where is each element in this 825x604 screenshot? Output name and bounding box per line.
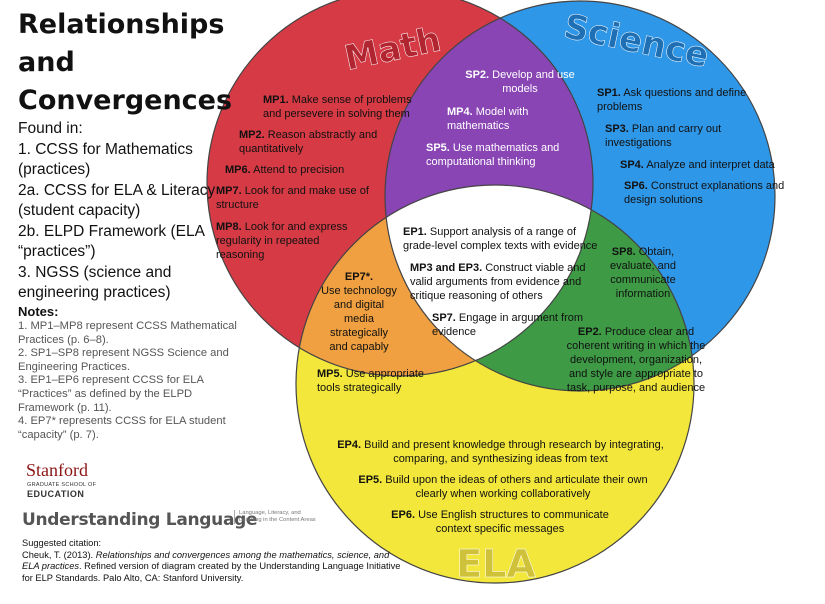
stanford-logo-school: EDUCATION bbox=[27, 489, 85, 499]
ela-item: EP6. Use English structures to communica… bbox=[391, 509, 609, 535]
math-item: MP6. Attend to precision bbox=[225, 164, 345, 176]
found-in-list: Found in: 1. CCSS for Mathematics (pract… bbox=[18, 119, 233, 304]
stanford-logo-text: Stanford bbox=[26, 460, 88, 480]
citation: Suggested citation: Cheuk, T. (2013). Re… bbox=[22, 538, 402, 584]
note-item: 1. MP1–MP8 represent CCSS Mathematical P… bbox=[18, 320, 237, 346]
citation-author: Cheuk, T. (2013). bbox=[22, 549, 96, 560]
math-ela-overlap bbox=[296, 185, 593, 376]
note-item: 4. EP7* represents CCSS for ELA student … bbox=[18, 415, 226, 441]
found-in-item: 2b. ELPD Framework (ELA “practices”) bbox=[18, 222, 205, 261]
math-ela-item: EP7*.Use technology and digital media st… bbox=[321, 271, 397, 353]
notes-heading: Notes: bbox=[18, 304, 59, 319]
science-item: SP1. Ask questions and define problems bbox=[597, 87, 747, 113]
citation-rest: . Refined version of diagram created by … bbox=[22, 561, 401, 583]
citation-title: Relationships and convergences among the… bbox=[22, 549, 390, 572]
ela-item: EP4. Build and present knowledge through… bbox=[337, 439, 664, 465]
found-in-item: 3. NGSS (science and engineering practic… bbox=[18, 263, 172, 302]
found-in-heading: Found in: bbox=[18, 120, 83, 137]
title-line: and bbox=[18, 47, 75, 78]
math-science-item: MP4. Model with mathematics bbox=[447, 106, 529, 132]
center-item: MP3 and EP3. Construct viable and valid … bbox=[410, 262, 586, 302]
note-item: 2. SP1–SP8 represent NGSS Science and En… bbox=[18, 347, 229, 373]
note-item: 3. EP1–EP6 represent CCSS for ELA “Pract… bbox=[18, 374, 204, 414]
notes-list: 1. MP1–MP8 represent CCSS Mathematical P… bbox=[18, 320, 248, 442]
stanford-logo-subtitle: GRADUATE SCHOOL OF bbox=[27, 482, 97, 488]
ela-circle-label: ELA bbox=[456, 542, 536, 586]
science-ela-item: EP2. Produce clear and coherent writing … bbox=[566, 326, 706, 394]
science-item: SP3. Plan and carry out investigations bbox=[605, 123, 722, 149]
title-line: Convergences bbox=[18, 85, 233, 116]
math-item: MP1. Make sense of problems and persever… bbox=[263, 94, 412, 120]
math-ela-item: MP5. Use appropriate tools strategically bbox=[317, 368, 425, 394]
understanding-language-tagline: Language, Literacy, and Learning in the … bbox=[234, 510, 324, 524]
citation-label: Suggested citation: bbox=[22, 538, 102, 548]
page-title: Relationships and Convergences bbox=[18, 6, 232, 120]
understanding-language-logo: Understanding Language bbox=[22, 510, 258, 530]
math-circle-label: Math bbox=[341, 20, 444, 79]
center-item: SP7. Engage in argument from evidence bbox=[432, 312, 584, 338]
title-line: Relationships bbox=[18, 9, 225, 40]
ela-item: EP5. Build upon the ideas of others and … bbox=[358, 474, 648, 500]
science-ela-item: SP8. Obtain, evaluate, and communicate i… bbox=[609, 246, 677, 300]
math-item: MP2. Reason abstractly and quantitativel… bbox=[239, 129, 378, 155]
found-in-item: 2a. CCSS for ELA & Literacy (student cap… bbox=[18, 181, 216, 220]
math-item: MP7. Look for and make use of structure bbox=[216, 185, 369, 211]
center-item: EP1. Support analysis of a range of grad… bbox=[403, 226, 598, 252]
science-item: SP4. Analyze and interpret data bbox=[620, 159, 775, 171]
math-science-item: SP2. Develop and use models bbox=[465, 69, 575, 95]
math-item: MP8. Look for and express regularity in … bbox=[216, 221, 348, 261]
science-item: SP6. Construct explanations and design s… bbox=[624, 180, 785, 206]
found-in-item: 1. CCSS for Mathematics (practices) bbox=[18, 140, 193, 179]
math-science-item: SP5. Use mathematics and computational t… bbox=[426, 142, 560, 168]
